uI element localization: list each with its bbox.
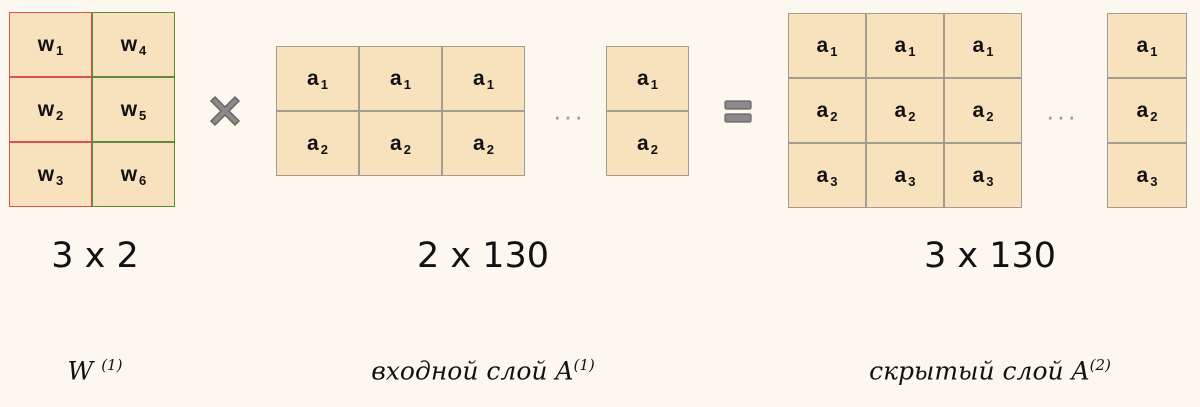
- w-caption: W (1): [67, 356, 123, 386]
- hidden-ellipsis: ···: [1046, 101, 1078, 131]
- w-dimension-label: 3 x 2: [51, 236, 139, 276]
- multiply-icon: [209, 95, 241, 127]
- input-layer-caption: входной слой A(1): [371, 356, 595, 386]
- hidden-layer-caption: скрытый слой A(2): [869, 356, 1111, 386]
- hidden-dimension-label: 3 x 130: [923, 236, 1057, 276]
- input-dimension-label: 2 x 130: [416, 236, 550, 276]
- input-ellipsis: ···: [553, 101, 585, 131]
- equals-icon: [724, 100, 752, 123]
